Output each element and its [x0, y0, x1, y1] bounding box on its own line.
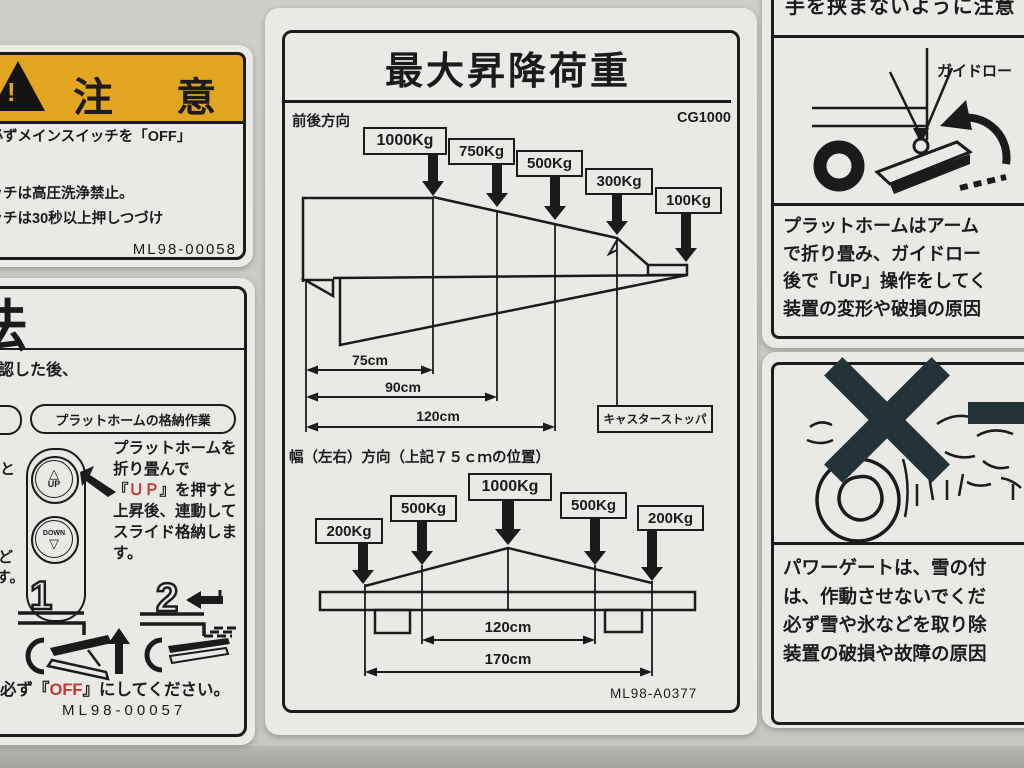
storage-footer: 必ず『OFF』にしてください。 — [0, 681, 231, 699]
text-fragment: ど — [0, 549, 14, 566]
guide-roller-figure — [812, 48, 1011, 194]
step2-figure — [140, 612, 238, 673]
load-box: 100Kg — [655, 187, 722, 214]
load-diagram — [300, 153, 697, 677]
dim-label: 75cm — [352, 352, 388, 368]
down-button-label: DOWN — [42, 529, 66, 537]
step1-number: 1 — [29, 574, 54, 618]
storage-label: 法 認した後、 プラットホームの格納作業 と ど す。 △ UP DOWN ▽ … — [0, 278, 255, 745]
divider — [773, 203, 1024, 206]
load-box: 1000Kg — [468, 473, 552, 501]
pointer-arrow-icon — [80, 466, 116, 497]
caution-text: 時は、必ずメインスイッチを「OFF」 ださい。 ルスイッチは高圧洗浄禁止。 ルス… — [0, 129, 192, 227]
width-heading: 幅（左右）方向（上記７５ｃｍの位置） — [289, 450, 550, 466]
dim-label: 120cm — [416, 408, 460, 424]
up-triangle-icon: △ — [49, 466, 59, 481]
left-arrow-icon — [186, 590, 223, 609]
pinch-text: プラットホームはアーム で折り畳み、ガイドロー 後で「UP」操作をしてく 装置の… — [783, 216, 987, 319]
off-word: OFF — [49, 681, 83, 699]
load-part-number: ML98-A0377 — [610, 686, 698, 701]
max-load-label: 最大昇降荷重 前後方向 CG1000 — [265, 8, 757, 735]
dim-label: 170cm — [484, 651, 532, 668]
storage-part-number: ML98-00057 — [62, 702, 187, 719]
load-box: 200Kg — [315, 518, 383, 544]
text-fragment: と — [0, 461, 16, 478]
model-code: CG1000 — [676, 110, 731, 126]
load-box: 300Kg — [585, 168, 653, 195]
text-fragment: す。 — [0, 569, 25, 586]
snow-label: パワーゲートは、雪の付 は、作動させないでくだ 必ず雪や氷などを取り除 装置の破… — [762, 352, 1024, 728]
pill-fragment — [0, 405, 22, 435]
warning-triangle-icon — [0, 61, 45, 111]
load-box: 500Kg — [516, 150, 583, 177]
caution-header: ! 注 意 — [0, 52, 246, 124]
caster-stopper-note: キャスターストッパ — [597, 405, 713, 433]
guide-roller-callout: ガイドロー — [937, 63, 1013, 80]
load-box: 750Kg — [448, 138, 515, 165]
up-button-label: UP — [47, 479, 61, 489]
snow-frame — [771, 362, 1024, 725]
load-box: 1000Kg — [363, 127, 447, 155]
storage-frame — [0, 286, 247, 737]
load-box: 500Kg — [560, 492, 627, 519]
title-divider — [285, 100, 731, 103]
pinch-frame — [771, 0, 1024, 339]
up-word: ＵＰ — [128, 482, 160, 499]
section-pill: プラットホームの格納作業 — [30, 404, 236, 434]
storage-steps-text: プラットホームを 折り畳んで 『ＵＰ』を押すと 上昇後、連動して スライド格納し… — [113, 440, 238, 562]
pinch-headline: 手を挟まないように注意 — [785, 0, 1016, 18]
divider — [773, 35, 1024, 38]
step1-figure — [18, 611, 130, 681]
pinch-label: 手を挟まないように注意 ガイドロー プラットホームはアーム で折り畳み、ガイドロ… — [762, 0, 1024, 348]
updown-control: △ UP DOWN ▽ — [26, 448, 86, 622]
no-snow-figure — [806, 357, 1024, 543]
storage-intro-fragment: 認した後、 — [0, 362, 79, 379]
step2-number: 2 — [155, 576, 180, 620]
load-box: 200Kg — [637, 505, 704, 531]
down-triangle-icon: ▽ — [49, 535, 59, 551]
panel-edge — [0, 746, 1024, 768]
storage-title-divider — [0, 348, 247, 350]
divider — [773, 542, 1024, 545]
caution-title: 注 意 — [73, 76, 243, 120]
dim-label: 120cm — [484, 619, 532, 636]
down-button: DOWN ▽ — [31, 516, 79, 564]
front-heading: 前後方向 — [292, 114, 350, 130]
up-button: △ UP — [31, 456, 79, 504]
dim-label: 90cm — [385, 379, 421, 395]
load-frame — [282, 30, 740, 713]
load-box: 500Kg — [390, 495, 457, 522]
load-title: 最大昇降荷重 — [384, 51, 631, 93]
storage-title-fragment: 法 — [0, 295, 28, 358]
caution-part-number: ML98-00058 — [132, 241, 237, 258]
caution-label: ! 注 意 時は、必ずメインスイッチを「OFF」 ださい。 ルスイッチは高圧洗浄… — [0, 45, 253, 267]
snow-text: パワーゲートは、雪の付 は、作動させないでくだ 必ず雪や氷などを取り除 装置の破… — [783, 557, 987, 664]
